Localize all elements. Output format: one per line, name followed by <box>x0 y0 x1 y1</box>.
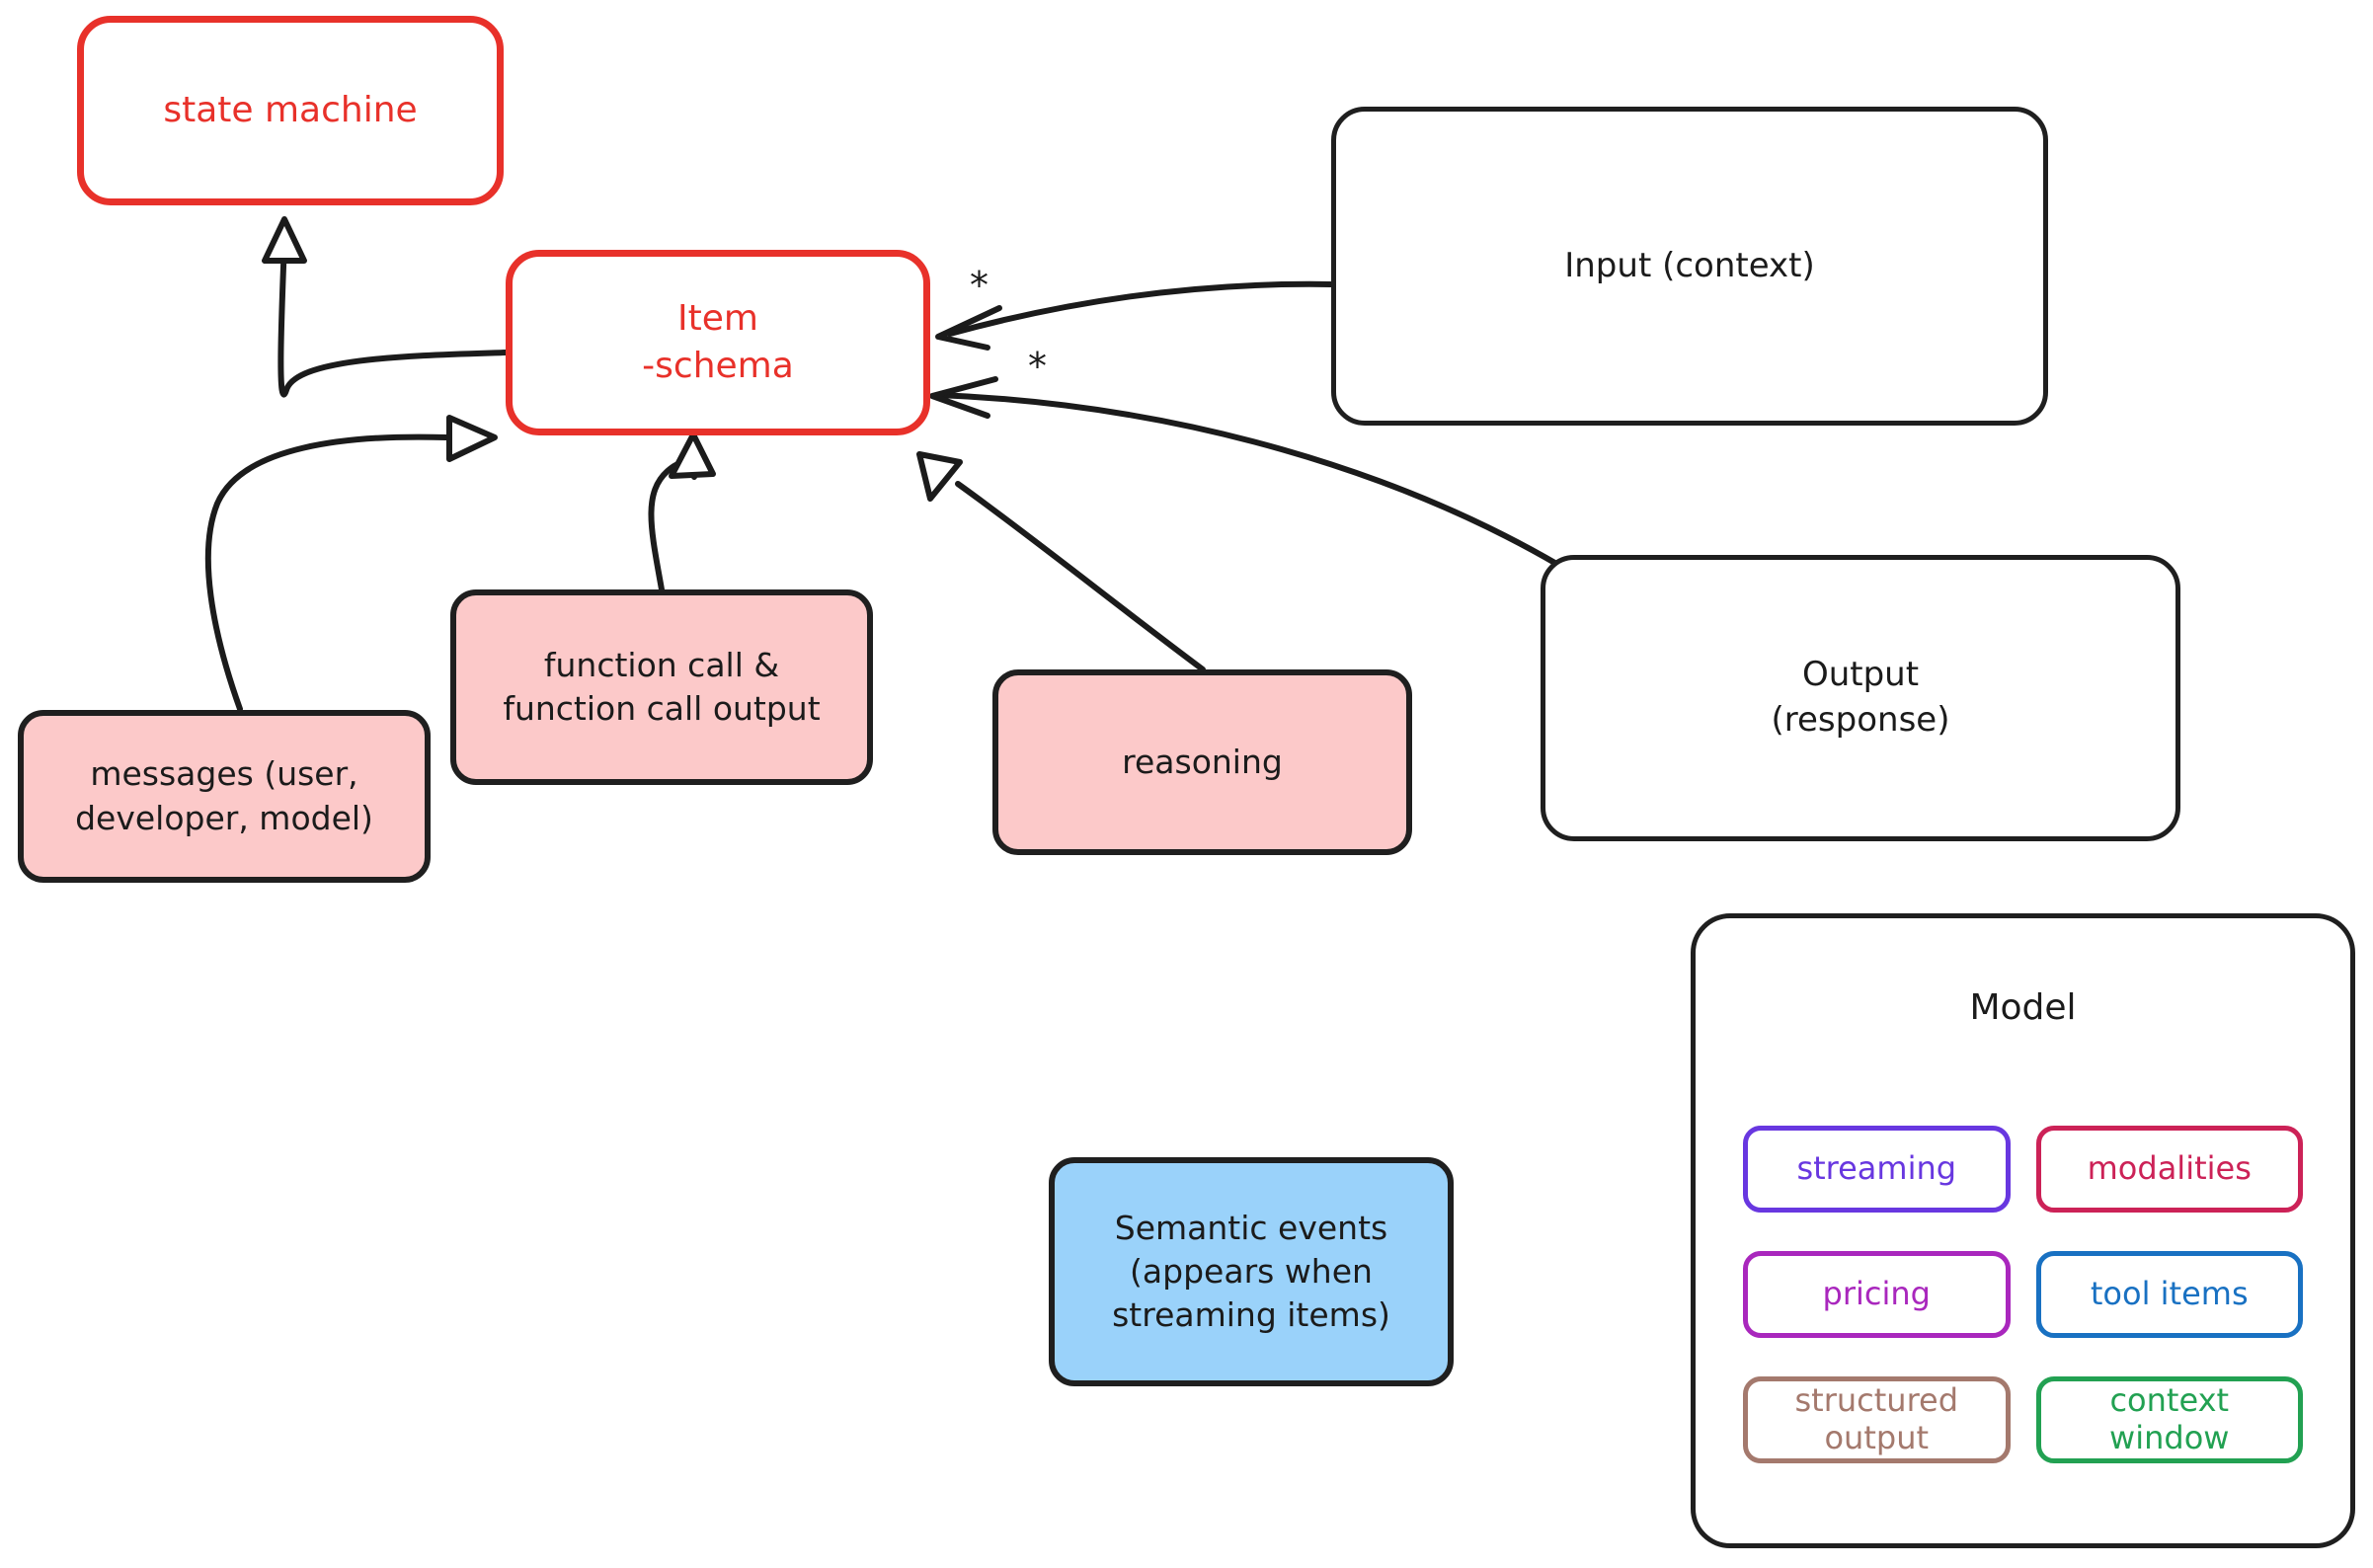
node-item-schema[interactable]: Item -schema <box>506 250 930 435</box>
edge-function-call-to-item-schema <box>648 459 697 592</box>
chip-label: modalities <box>2087 1149 2252 1188</box>
chip-label: streaming <box>1796 1149 1957 1188</box>
chip-label: structured output <box>1794 1381 1959 1456</box>
node-label: state machine <box>163 89 418 130</box>
chip-context-window[interactable]: context window <box>2035 1376 2303 1463</box>
arrowhead-hollow-triangle <box>669 431 716 479</box>
edge-item-schema-to-state-machine <box>277 238 509 398</box>
chip-tool-items[interactable]: tool items <box>2035 1251 2303 1338</box>
node-reasoning[interactable]: reasoning <box>992 669 1412 855</box>
chip-streaming[interactable]: streaming <box>1743 1126 2011 1213</box>
chip-structured-output[interactable]: structured output <box>1743 1376 2011 1463</box>
edge-label-output-multiplicity: * <box>1028 345 1047 388</box>
chip-label: tool items <box>2090 1275 2249 1313</box>
chip-pricing[interactable]: pricing <box>1743 1251 2011 1338</box>
arrowhead-hollow-triangle <box>446 415 498 462</box>
node-label: function call & function call output <box>503 645 821 728</box>
edge-messages-to-item-schema <box>204 433 449 712</box>
edge-reasoning-to-item-schema <box>955 481 1206 672</box>
model-capability-grid: streaming modalities pricing tool items … <box>1743 1126 2303 1463</box>
arrowhead-open-line <box>929 376 998 419</box>
model-panel[interactable]: Model streaming modalities pricing tool … <box>1691 913 2355 1548</box>
node-state-machine[interactable]: state machine <box>77 16 504 205</box>
edge-label-input-multiplicity: * <box>970 264 989 307</box>
node-function-call[interactable]: function call & function call output <box>450 589 873 785</box>
chip-label: context window <box>2109 1381 2230 1456</box>
node-label: messages (user, developer, model) <box>75 754 373 837</box>
edge-input-to-item-schema <box>947 280 1334 337</box>
node-messages[interactable]: messages (user, developer, model) <box>18 710 431 883</box>
node-label: reasoning <box>1122 742 1283 781</box>
node-label: Input (context) <box>1564 245 1815 285</box>
model-panel-title: Model <box>1969 987 2077 1028</box>
node-semantic-events[interactable]: Semantic events (appears when streaming … <box>1049 1157 1454 1386</box>
arrowhead-hollow-triangle <box>262 216 307 264</box>
chip-label: pricing <box>1822 1275 1931 1313</box>
arrowhead-hollow-triangle <box>916 451 963 502</box>
chip-modalities[interactable]: modalities <box>2035 1126 2303 1213</box>
node-output-response[interactable]: Output (response) <box>1541 555 2180 841</box>
node-input-context[interactable]: Input (context) <box>1331 107 2048 426</box>
node-label: Item -schema <box>642 297 794 386</box>
node-label: Output (response) <box>1771 655 1950 740</box>
node-label: Semantic events (appears when streaming … <box>1112 1208 1390 1335</box>
arrowhead-open-line <box>935 305 1002 351</box>
